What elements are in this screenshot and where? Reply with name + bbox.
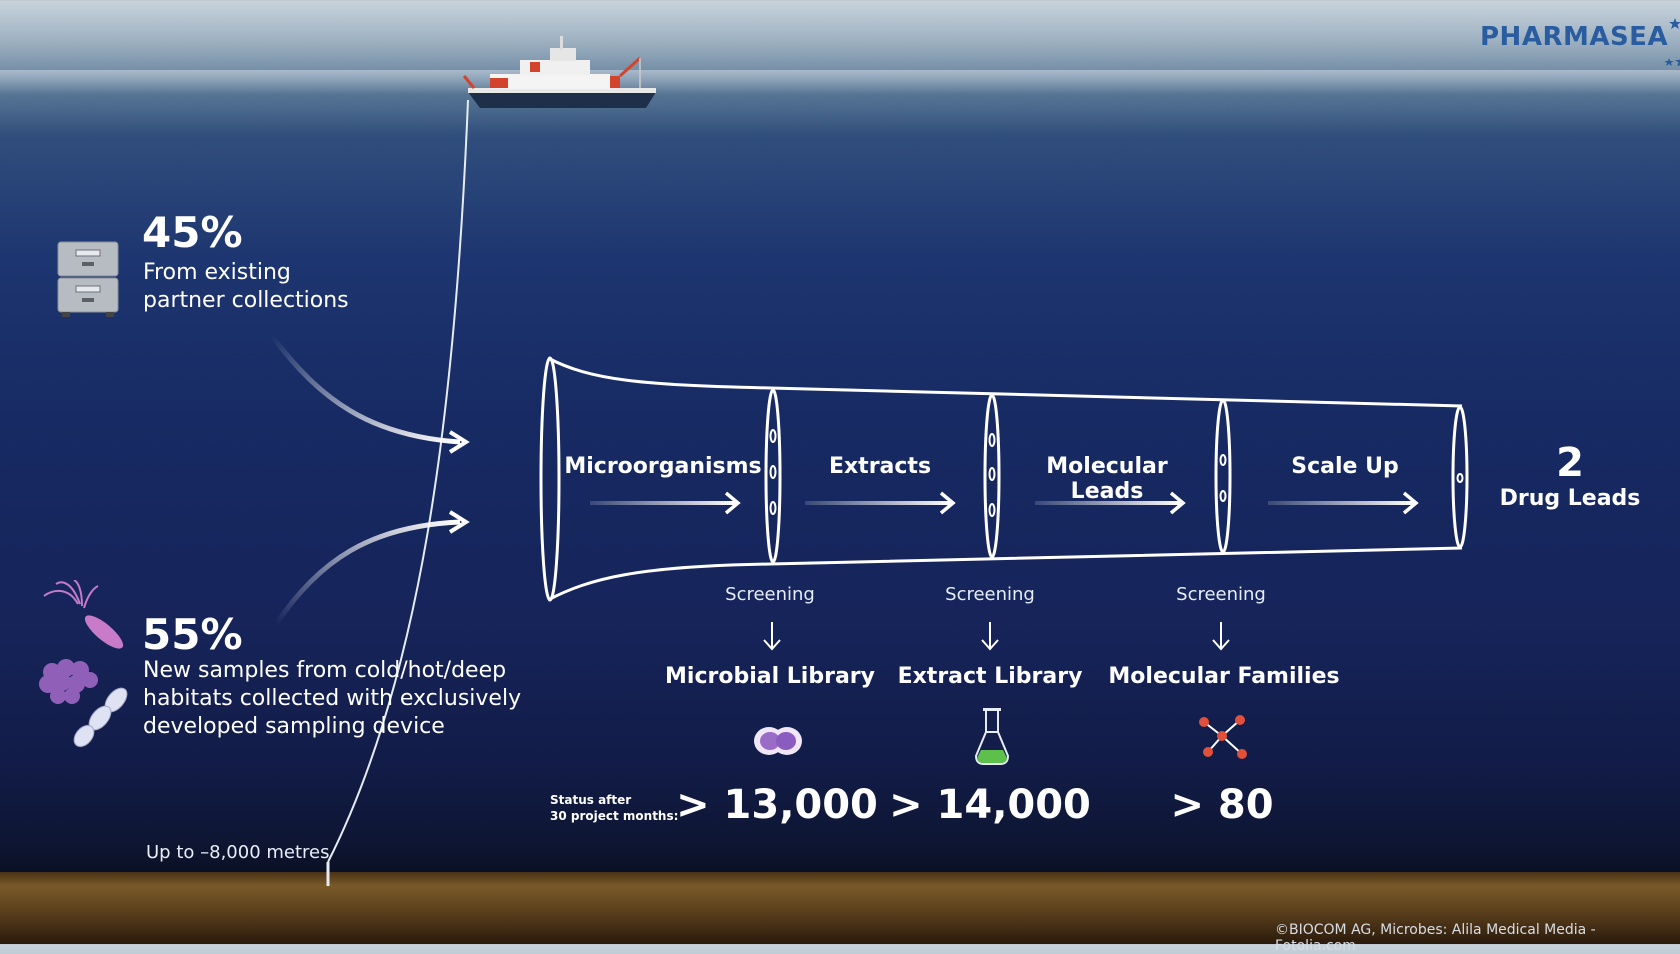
source-new-percent: 55% [142,610,243,659]
status-label-line1: Status after [550,793,632,807]
stage-microorganisms: Microorganisms [564,454,762,479]
source-existing-line2: partner collections [143,288,349,313]
screening-label-3: Screening [1176,584,1266,605]
image-credit: ©BIOCOM AG, Microbes: Alila Medical Medi… [1275,922,1596,954]
library-extract: Extract Library [897,664,1083,689]
arrow-new [273,519,461,626]
library-microbial: Microbial Library [665,664,875,689]
file-cabinet-icon [57,241,119,317]
arrow-existing [270,334,461,445]
stage-flow-arrows [590,491,1419,515]
horizon-glow [0,70,1680,130]
flask-icon [974,708,1010,765]
source-existing-line1: From existing [143,260,291,285]
source-existing-percent: 45% [142,208,243,257]
eu-stars-icon [1664,18,1680,66]
result-number: 2 [1556,440,1584,486]
screening-label-2: Screening [945,584,1035,605]
research-ship-icon [462,36,656,108]
seabed [0,872,1680,944]
status-label-line2: 30 project months: [550,809,679,823]
depth-label: Up to –8,000 metres [146,842,330,863]
count-microbial: > 13,000 [676,782,878,828]
screening-label-1: Screening [725,584,815,605]
logo-text: PHARMASEA [1480,22,1669,52]
microbes-icon [39,580,128,748]
source-new-line2: habitats collected with exclusively [143,686,522,711]
microbe-cell-icon [754,727,802,755]
count-extract: > 14,000 [889,782,1091,828]
stage-scale-up: Scale Up [1291,454,1399,479]
source-new-line1: New samples from cold/hot/deep [143,658,507,683]
source-new-line3: developed sampling device [143,714,445,739]
pharmasea-logo: PHARMASEA [1480,18,1680,66]
count-molecular-families: > 80 [1170,782,1274,828]
library-molecular-families: Molecular Families [1108,664,1340,689]
stage-extracts: Extracts [828,454,932,479]
stage-molecular-leads: Molecular Leads [1046,454,1168,504]
result-label: Drug Leads [1499,486,1641,511]
molecule-icon [1199,715,1247,759]
